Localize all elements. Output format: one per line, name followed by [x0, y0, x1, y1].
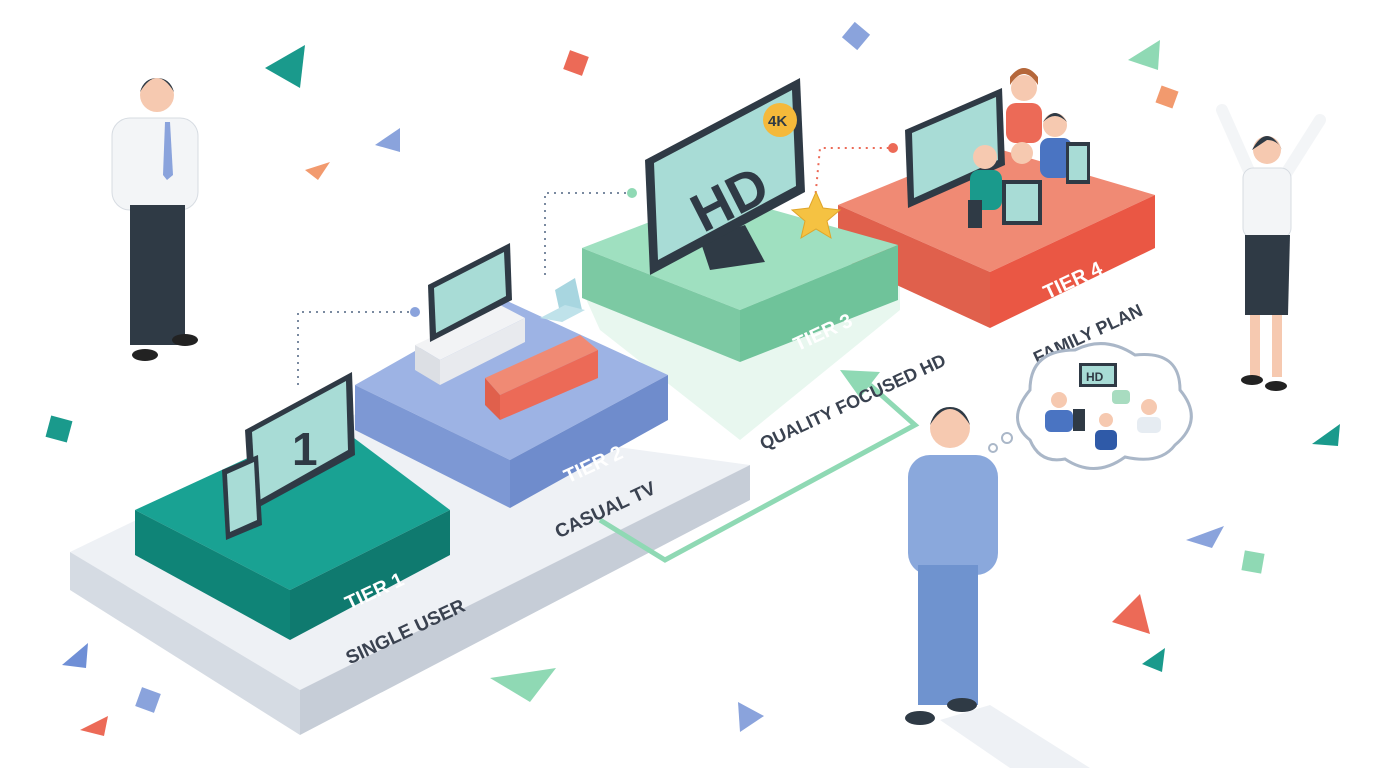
confetti — [45, 21, 1340, 736]
thought-bubble: HD — [988, 342, 1193, 470]
4k-badge-text: 4K — [768, 113, 787, 130]
woman-cheering — [1216, 104, 1326, 391]
4k-badge — [763, 103, 797, 137]
hd-monitor-icon: HD 4K — [645, 78, 805, 275]
tv-icon — [428, 243, 512, 342]
tier-1-screen-text: 1 — [292, 423, 318, 475]
family-people-icon — [968, 68, 1090, 228]
man-standing-left — [111, 78, 199, 361]
connector-lines — [297, 147, 893, 385]
tv-stand-icon — [415, 305, 525, 385]
phone-icon — [222, 455, 262, 540]
star-icon — [790, 190, 842, 240]
thought-bubble-screen-text: HD — [1086, 370, 1104, 384]
thinking-man — [905, 407, 1090, 768]
tablet-icon: 1 — [245, 372, 355, 512]
upgrade-arrow-icon — [598, 370, 920, 563]
chair-icon — [540, 278, 585, 322]
tier-1-block — [135, 420, 450, 640]
sofa-icon — [485, 335, 598, 420]
family-tv-icon — [905, 88, 1005, 208]
